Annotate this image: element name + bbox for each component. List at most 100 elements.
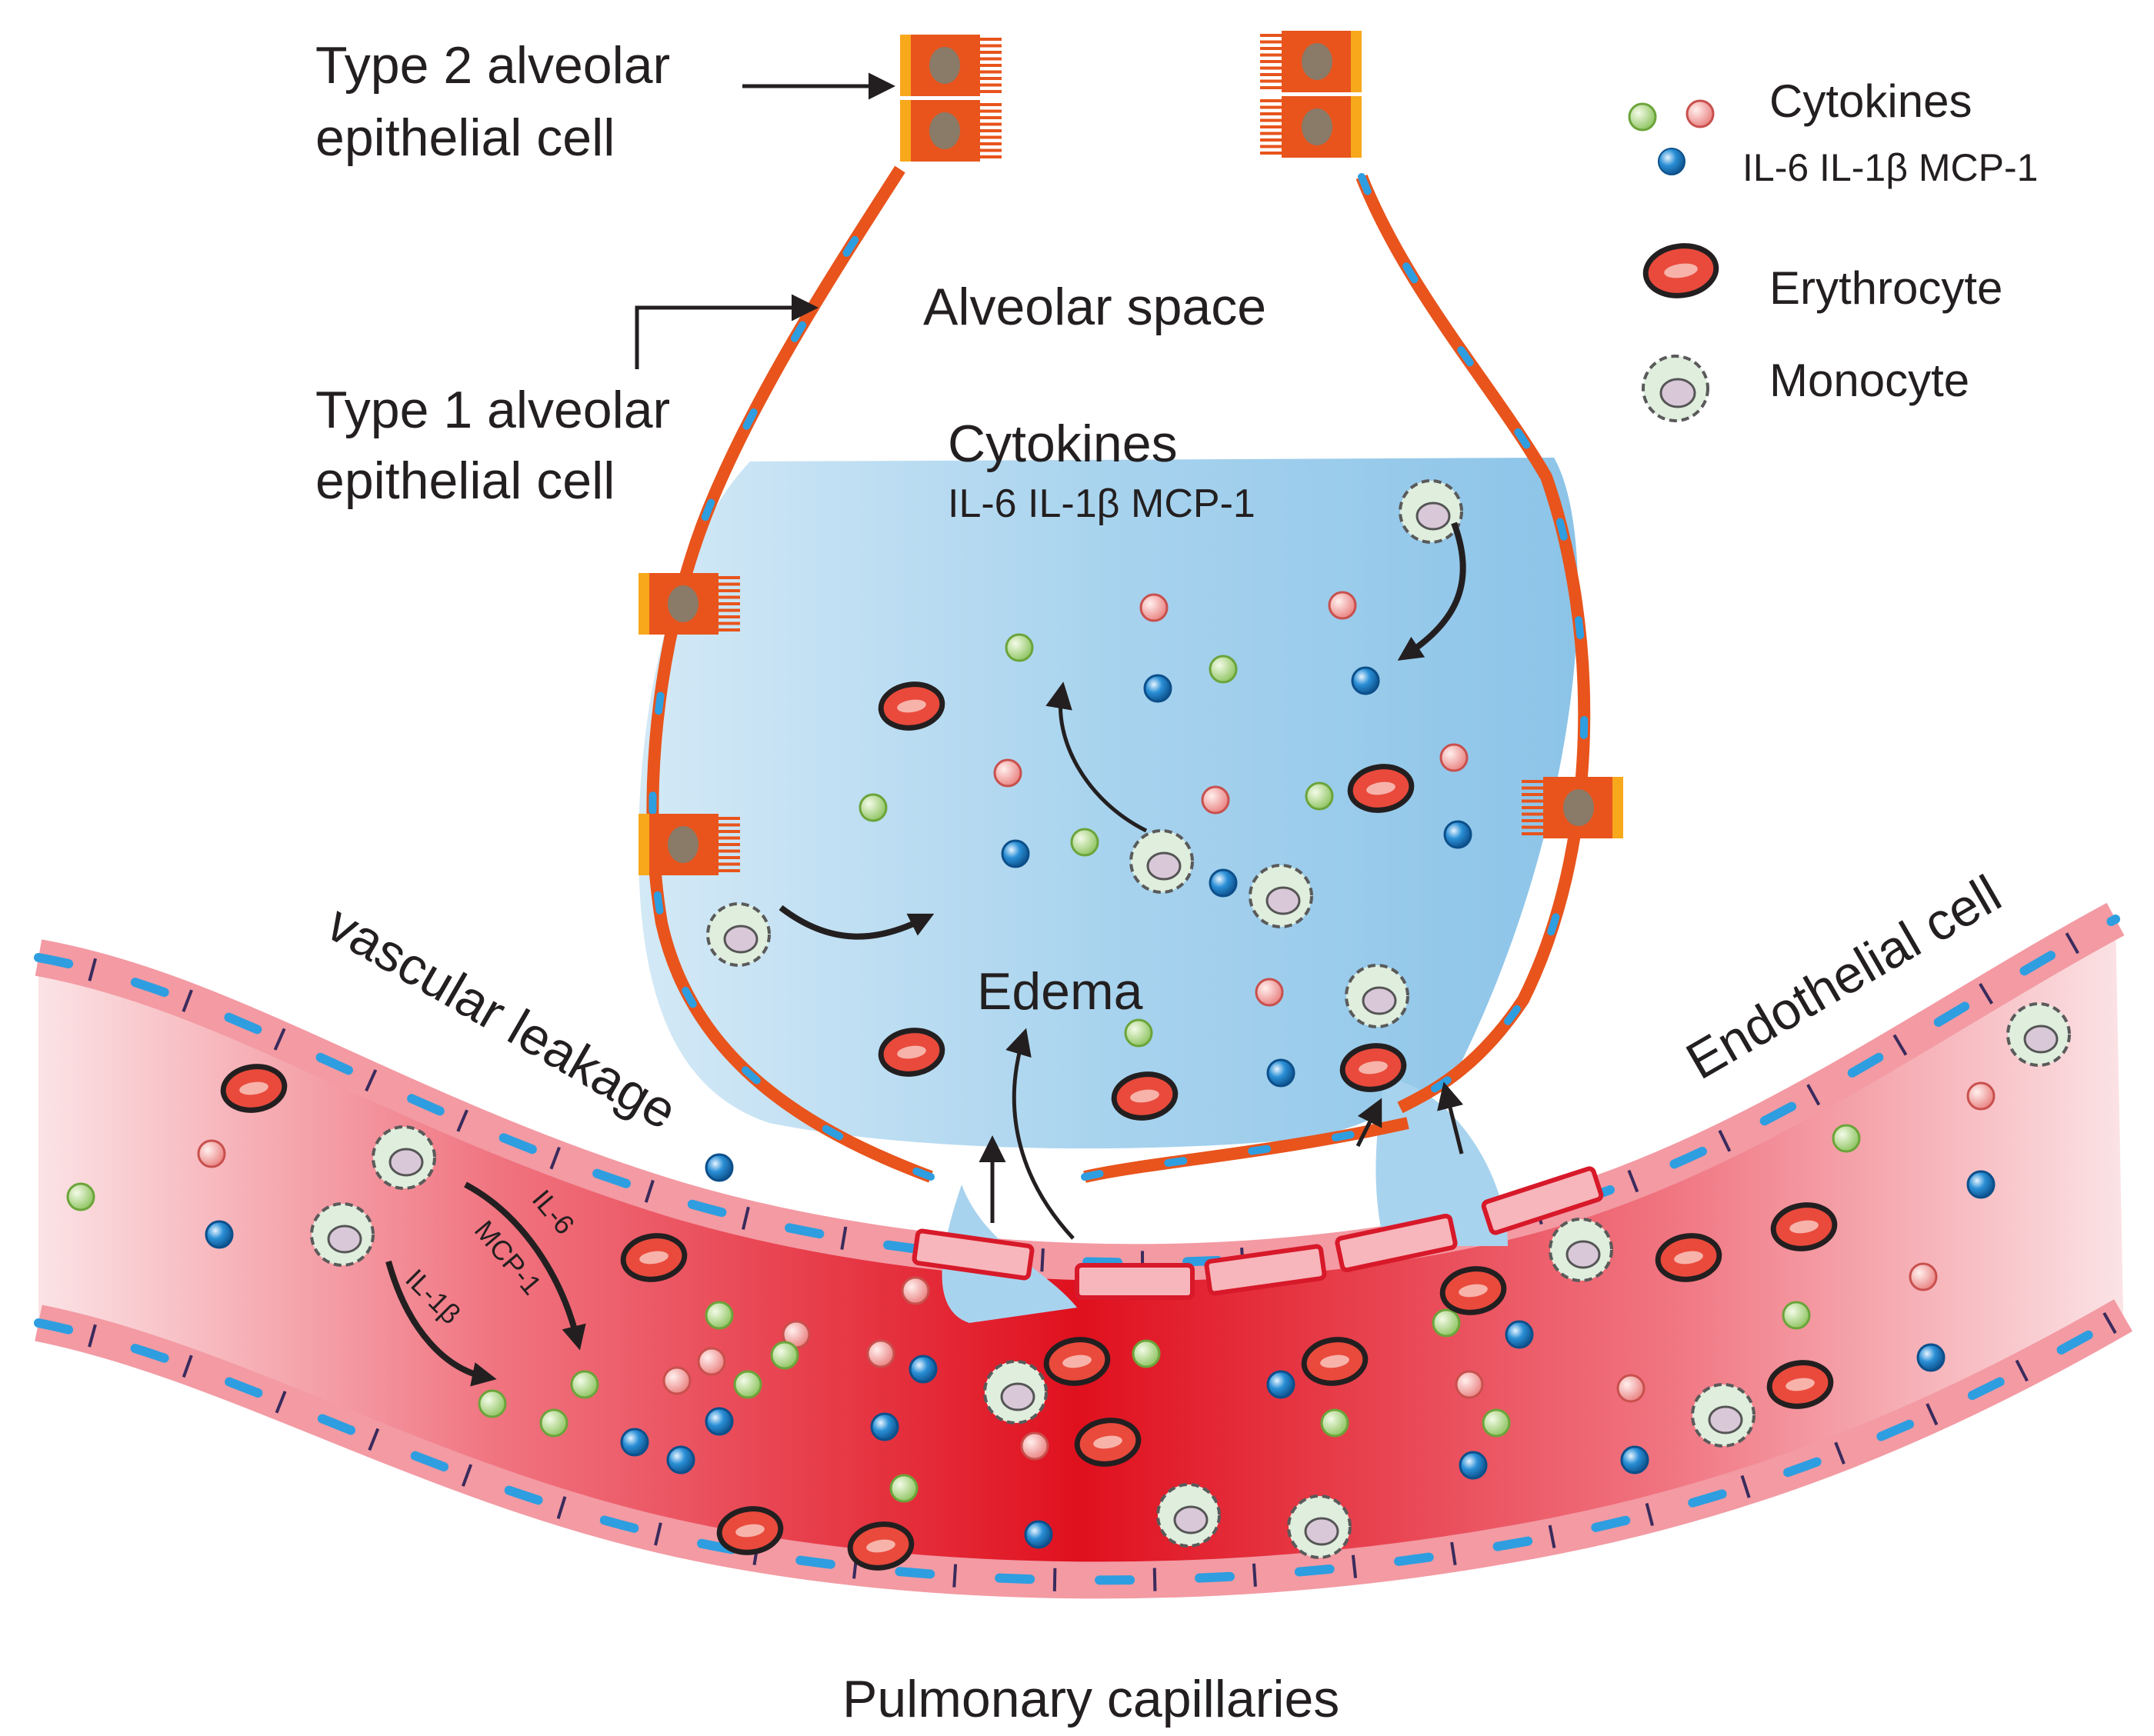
cytokine-blue bbox=[909, 1354, 938, 1384]
cytokine-pink bbox=[1616, 1374, 1646, 1403]
type2-alveolar-cell bbox=[1522, 777, 1623, 838]
type2-alveolar-cell bbox=[639, 573, 740, 635]
monocyte bbox=[1345, 964, 1409, 1028]
arrow-il6-mcp1 bbox=[464, 1181, 586, 1351]
cytokine-pink bbox=[1439, 743, 1469, 772]
arrow-il1b bbox=[385, 1260, 497, 1387]
cytokine-green bbox=[1209, 655, 1238, 684]
cytokine-blue bbox=[205, 1220, 234, 1249]
type2-label-line2: epithelial cell bbox=[315, 108, 615, 167]
cytokine-pink bbox=[901, 1276, 930, 1305]
cytokine-green bbox=[1432, 1308, 1461, 1338]
cytokine-blue bbox=[1620, 1445, 1649, 1474]
cytokine-green bbox=[1132, 1339, 1161, 1368]
endothelial-cell bbox=[1481, 1166, 1604, 1235]
legend-cytokines-list: IL-6 IL-1β MCP-1 bbox=[1742, 146, 2038, 189]
type1-label-line2: epithelial cell bbox=[315, 451, 615, 510]
cytokine-green bbox=[1832, 1124, 1861, 1153]
erythrocyte bbox=[716, 1506, 784, 1555]
cytokine-pink bbox=[993, 758, 1022, 788]
cytokine-blue bbox=[705, 1153, 734, 1182]
type2-alveolar-cell bbox=[900, 100, 1002, 162]
erythrocyte bbox=[847, 1521, 915, 1571]
cytokine-blue bbox=[620, 1428, 649, 1457]
cytokine-blue bbox=[666, 1445, 695, 1474]
type2-alveolar-cell bbox=[639, 814, 740, 875]
legend-monocyte-icon bbox=[1642, 355, 1709, 422]
cytokine-pink bbox=[1020, 1431, 1049, 1461]
cytokine-blue bbox=[1266, 1370, 1295, 1399]
erythrocyte bbox=[1043, 1337, 1111, 1386]
cytokine-blue bbox=[1351, 666, 1380, 695]
cytokine-green bbox=[1320, 1408, 1349, 1438]
erythrocyte bbox=[1301, 1337, 1369, 1386]
erythrocyte bbox=[1766, 1360, 1834, 1409]
endothelial-cell bbox=[1335, 1213, 1458, 1273]
cytokine-pink bbox=[1909, 1262, 1938, 1291]
cytokine-blue bbox=[1443, 820, 1472, 849]
arrow-monocyte-right bbox=[1397, 521, 1466, 661]
cytokine-green bbox=[859, 793, 888, 822]
cytokine-green bbox=[66, 1182, 95, 1211]
monocyte bbox=[372, 1125, 436, 1190]
monocyte bbox=[310, 1202, 375, 1267]
cytokine-blue bbox=[1916, 1343, 1946, 1372]
erythrocyte bbox=[620, 1233, 688, 1282]
erythrocyte bbox=[1347, 764, 1415, 813]
monocyte bbox=[1691, 1383, 1756, 1448]
cytokine-green bbox=[733, 1370, 762, 1399]
cytokine-pink bbox=[197, 1139, 226, 1168]
alveolar-space-label: Alveolar space bbox=[923, 278, 1266, 336]
pulmonary-capillaries-label: Pulmonary capillaries bbox=[842, 1670, 1339, 1728]
cytokine-green bbox=[1782, 1301, 1811, 1330]
cytokine-pink bbox=[1201, 785, 1230, 815]
nucleus bbox=[929, 112, 960, 149]
cytokines-list-label: IL-6 IL-1β MCP-1 bbox=[948, 481, 1255, 526]
arrow-leak-mid bbox=[1355, 1098, 1382, 1148]
cytokine-green bbox=[1070, 828, 1099, 857]
cytokine-pink bbox=[1455, 1370, 1484, 1399]
cytokine-green bbox=[889, 1474, 919, 1503]
endothelial-cell bbox=[912, 1228, 1035, 1281]
cytokine-blue bbox=[1266, 1058, 1295, 1088]
monocyte bbox=[1129, 829, 1194, 894]
monocyte bbox=[983, 1360, 1048, 1424]
erythrocyte bbox=[1770, 1202, 1838, 1251]
cytokine-blue bbox=[1024, 1520, 1053, 1549]
nucleus bbox=[929, 47, 960, 84]
particles bbox=[66, 479, 2071, 1571]
cytokine-blue bbox=[1966, 1170, 1996, 1199]
type1-label-line1: Type 1 alveolar bbox=[315, 381, 670, 439]
cytokine-green bbox=[1482, 1408, 1511, 1438]
nucleus bbox=[668, 585, 699, 622]
erythrocyte bbox=[878, 1028, 945, 1077]
monocyte bbox=[706, 902, 771, 967]
cytokine-green bbox=[478, 1389, 507, 1418]
erythrocyte bbox=[220, 1064, 288, 1113]
legend-cytokines-label: Cytokines bbox=[1769, 75, 1972, 127]
cytokine-pink bbox=[1966, 1081, 1996, 1111]
cytokine-pink bbox=[1139, 593, 1169, 622]
erythrocyte bbox=[1339, 1043, 1407, 1092]
type2-cells bbox=[639, 31, 1623, 875]
monocyte bbox=[1249, 864, 1313, 928]
nucleus bbox=[668, 826, 699, 863]
cytokine-pink bbox=[866, 1339, 895, 1368]
cytokine-blue bbox=[1209, 868, 1238, 898]
monocyte bbox=[2006, 1002, 2071, 1067]
arrow-monocyte-left bbox=[779, 905, 935, 940]
endothelial-cell bbox=[1075, 1263, 1195, 1300]
erythrocyte bbox=[1074, 1418, 1142, 1467]
monocyte bbox=[1156, 1483, 1221, 1548]
type2-label-line1: Type 2 alveolar bbox=[315, 36, 670, 95]
alveolus bbox=[639, 165, 1591, 1323]
cytokine-green bbox=[1005, 633, 1034, 662]
nucleus bbox=[1563, 789, 1594, 826]
legend: Cytokines IL-6 IL-1β MCP-1 Erythrocyte M… bbox=[1628, 75, 2038, 422]
arrow-leak-right bbox=[1437, 1081, 1464, 1155]
cytokine-blue bbox=[1001, 839, 1030, 868]
erythrocyte bbox=[878, 681, 945, 731]
damaged-endothelial-cells bbox=[912, 1166, 1604, 1300]
cytokine-blue bbox=[705, 1407, 734, 1436]
cytokine-green bbox=[1305, 781, 1334, 811]
